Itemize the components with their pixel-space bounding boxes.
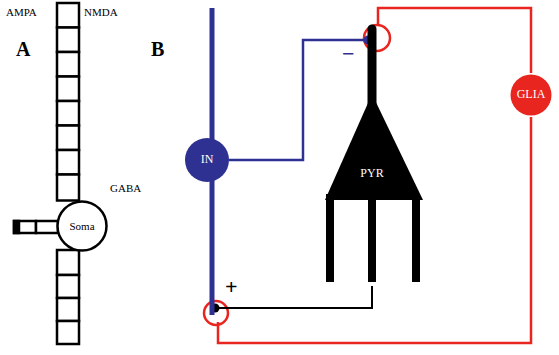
panel-letter: B [151, 38, 164, 60]
compartment [57, 126, 79, 151]
node-circle [511, 75, 552, 116]
side-compartment-end [14, 221, 19, 233]
pyramidal-soma [325, 94, 423, 200]
glia-circle: GLIA [509, 73, 553, 117]
compartment-ladder [14, 3, 79, 344]
compartment [57, 150, 79, 175]
compartment [57, 275, 79, 298]
interneuron: IN [185, 5, 229, 322]
compartment [57, 321, 79, 344]
node-outline [322, 24, 426, 286]
side-compartment [36, 221, 58, 233]
synapse-ring [204, 301, 228, 325]
compartment [57, 101, 79, 126]
panel-letter: A [16, 38, 30, 60]
node-circle [58, 202, 107, 251]
synapse-rings [204, 25, 390, 325]
compartment [57, 298, 79, 321]
synapse-sign: + [225, 275, 238, 299]
compartment [57, 3, 79, 28]
node-label: PYR [360, 167, 383, 180]
compartment [57, 28, 79, 53]
soma-circle: Soma [56, 200, 108, 252]
compartment [57, 52, 79, 77]
basal-dendrite [412, 194, 420, 282]
basal-dendrite [326, 194, 334, 282]
node-label: GLIA [517, 88, 546, 101]
receptor-label: NMDA [84, 6, 118, 18]
node-label: Soma [69, 220, 94, 232]
excitatory-connection [215, 286, 372, 308]
glial-connection [378, 8, 531, 73]
compartment [57, 77, 79, 102]
basal-dendrite [368, 194, 376, 282]
synapse-sign: − [342, 42, 355, 66]
side-compartment [14, 221, 36, 233]
node-label: IN [201, 153, 214, 166]
compartment [57, 250, 79, 275]
inhibitory-connection [229, 40, 368, 160]
interneuron-soma [185, 138, 229, 182]
receptor-label: GABA [110, 182, 141, 194]
pyramidal-neuron: PYR [322, 24, 426, 286]
compartment [57, 175, 79, 201]
receptor-label: AMPA [6, 6, 37, 18]
